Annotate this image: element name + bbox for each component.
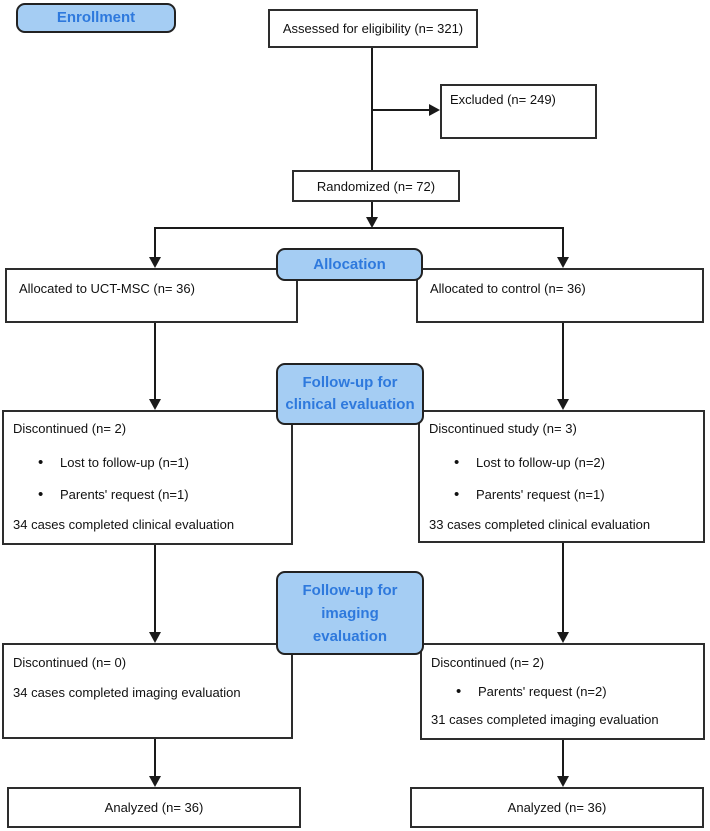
box-analyzed-uctmsc: Analyzed (n= 36) xyxy=(7,787,301,828)
analyzed-label: Analyzed (n= 36) xyxy=(507,800,607,815)
stage-text: Allocation xyxy=(313,255,386,273)
discontinued-title: Discontinued (n= 2) xyxy=(13,421,127,436)
connector-split-to-alloc-left xyxy=(154,227,156,259)
box-analyzed-control: Analyzed (n= 36) xyxy=(410,787,704,828)
connector-clinical-to-imaging-right xyxy=(562,543,564,634)
stage-text-line: imaging xyxy=(321,604,379,622)
box-imaging-followup-uctmsc: Discontinued (n= 0) 34 cases completed i… xyxy=(2,643,293,739)
discontinued-title: Discontinued (n= 0) xyxy=(13,655,127,670)
box-imaging-followup-control: Discontinued (n= 2) • Parents' request (… xyxy=(420,643,705,740)
list-item: • Parents' request (n=2) xyxy=(456,684,703,700)
stage-label-followup-imaging: Follow-up for imaging evaluation xyxy=(276,571,424,655)
bullet-text: Lost to follow-up (n=2) xyxy=(476,455,605,470)
stage-text-line: evaluation xyxy=(312,627,388,645)
arrow-down-clinical-left-icon xyxy=(149,399,161,410)
bullet-text: Parents' request (n=2) xyxy=(478,684,607,699)
connector-alloc-to-clinical-left xyxy=(154,323,156,401)
bullet-icon: • xyxy=(38,454,44,471)
box-excluded: Excluded (n= 249) xyxy=(440,84,597,139)
bullet-icon: • xyxy=(456,683,462,700)
box-clinical-followup-control: Discontinued study (n= 3) • Lost to foll… xyxy=(418,410,705,543)
connector-randomized-to-split xyxy=(371,202,373,219)
randomized-label: Randomized (n= 72) xyxy=(316,178,436,194)
excluded-label: Excluded (n= 249) xyxy=(450,92,556,107)
connector-split-to-alloc-right xyxy=(562,227,564,259)
box-allocated-control: Allocated to control (n= 36) xyxy=(416,268,704,323)
bullet-text: Lost to follow-up (n=1) xyxy=(60,455,189,470)
arrow-down-analyzed-left-icon xyxy=(149,776,161,787)
connector-alloc-to-clinical-right xyxy=(562,323,564,401)
discontinued-title: Discontinued study (n= 3) xyxy=(429,421,577,436)
list-item: • Parents' request (n=1) xyxy=(454,487,703,503)
bullet-text: Parents' request (n=1) xyxy=(476,487,605,502)
list-item: • Lost to follow-up (n=2) xyxy=(454,455,703,471)
arrow-down-alloc-left-icon xyxy=(149,257,161,268)
completed-label: 31 cases completed imaging evaluation xyxy=(431,712,659,727)
completed-label: 34 cases completed imaging evaluation xyxy=(13,685,241,700)
arrow-down-imaging-right-icon xyxy=(557,632,569,643)
bullet-icon: • xyxy=(38,486,44,503)
bullet-icon: • xyxy=(454,454,460,471)
completed-label: 33 cases completed clinical evaluation xyxy=(429,517,651,532)
bullet-icon: • xyxy=(454,486,460,503)
arrow-down-imaging-left-icon xyxy=(149,632,161,643)
stage-text: Enrollment xyxy=(56,9,136,26)
connector-imaging-to-analyzed-right xyxy=(562,740,564,778)
stage-label-enrollment: Enrollment xyxy=(16,3,176,33)
arrow-down-analyzed-right-icon xyxy=(557,776,569,787)
arrow-right-excluded-icon xyxy=(429,104,440,116)
arrow-down-split-icon xyxy=(366,217,378,228)
discontinued-title: Discontinued (n= 2) xyxy=(431,655,545,670)
connector-split-horizontal xyxy=(154,227,564,229)
connector-imaging-to-analyzed-left xyxy=(154,739,156,778)
allocated-uctmsc-label: Allocated to UCT-MSC (n= 36) xyxy=(19,281,195,296)
box-allocated-uctmsc: Allocated to UCT-MSC (n= 36) xyxy=(5,268,298,323)
stage-text-line: clinical evaluation xyxy=(285,396,415,413)
arrow-down-alloc-right-icon xyxy=(557,257,569,268)
connector-branch-excluded xyxy=(372,109,432,111)
completed-label: 34 cases completed clinical evaluation xyxy=(13,517,235,532)
list-item: • Lost to follow-up (n=1) xyxy=(38,455,291,471)
box-randomized: Randomized (n= 72) xyxy=(292,170,460,202)
box-clinical-followup-uctmsc: Discontinued (n= 2) • Lost to follow-up … xyxy=(2,410,293,545)
list-item: • Parents' request (n=1) xyxy=(38,487,291,503)
stage-text-line: Follow-up for xyxy=(302,581,398,599)
arrow-down-clinical-right-icon xyxy=(557,399,569,410)
stage-text-line: Follow-up for xyxy=(302,374,398,391)
stage-label-followup-clinical: Follow-up for clinical evaluation xyxy=(276,363,424,425)
assessed-label: Assessed for eligibility (n= 321) xyxy=(282,21,464,36)
allocated-control-label: Allocated to control (n= 36) xyxy=(430,281,586,296)
analyzed-label: Analyzed (n= 36) xyxy=(104,800,204,815)
box-assessed-eligibility: Assessed for eligibility (n= 321) xyxy=(268,9,478,48)
connector-clinical-to-imaging-left xyxy=(154,545,156,634)
stage-label-allocation: Allocation xyxy=(276,248,423,281)
bullet-text: Parents' request (n=1) xyxy=(60,487,189,502)
